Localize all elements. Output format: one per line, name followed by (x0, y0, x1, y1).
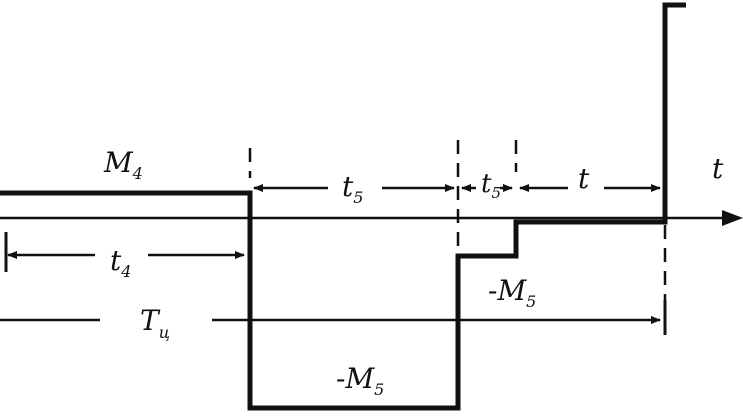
t-blank-label: t (578, 162, 590, 195)
t5-label: t5 (342, 170, 363, 207)
t4-label: t4 (110, 244, 131, 281)
t5b-label: t5 (481, 169, 501, 202)
time-axis-arrowhead (722, 210, 743, 226)
m5-upper-label: -M5 (488, 274, 536, 311)
dimension-arrows (0, 184, 661, 324)
m4-label: M4 (103, 146, 143, 183)
m5-lower-label: -M5 (336, 362, 384, 399)
tc-label: Tц (140, 304, 170, 342)
torque-waveform (0, 2, 686, 411)
axis-t-label: t (712, 152, 724, 185)
